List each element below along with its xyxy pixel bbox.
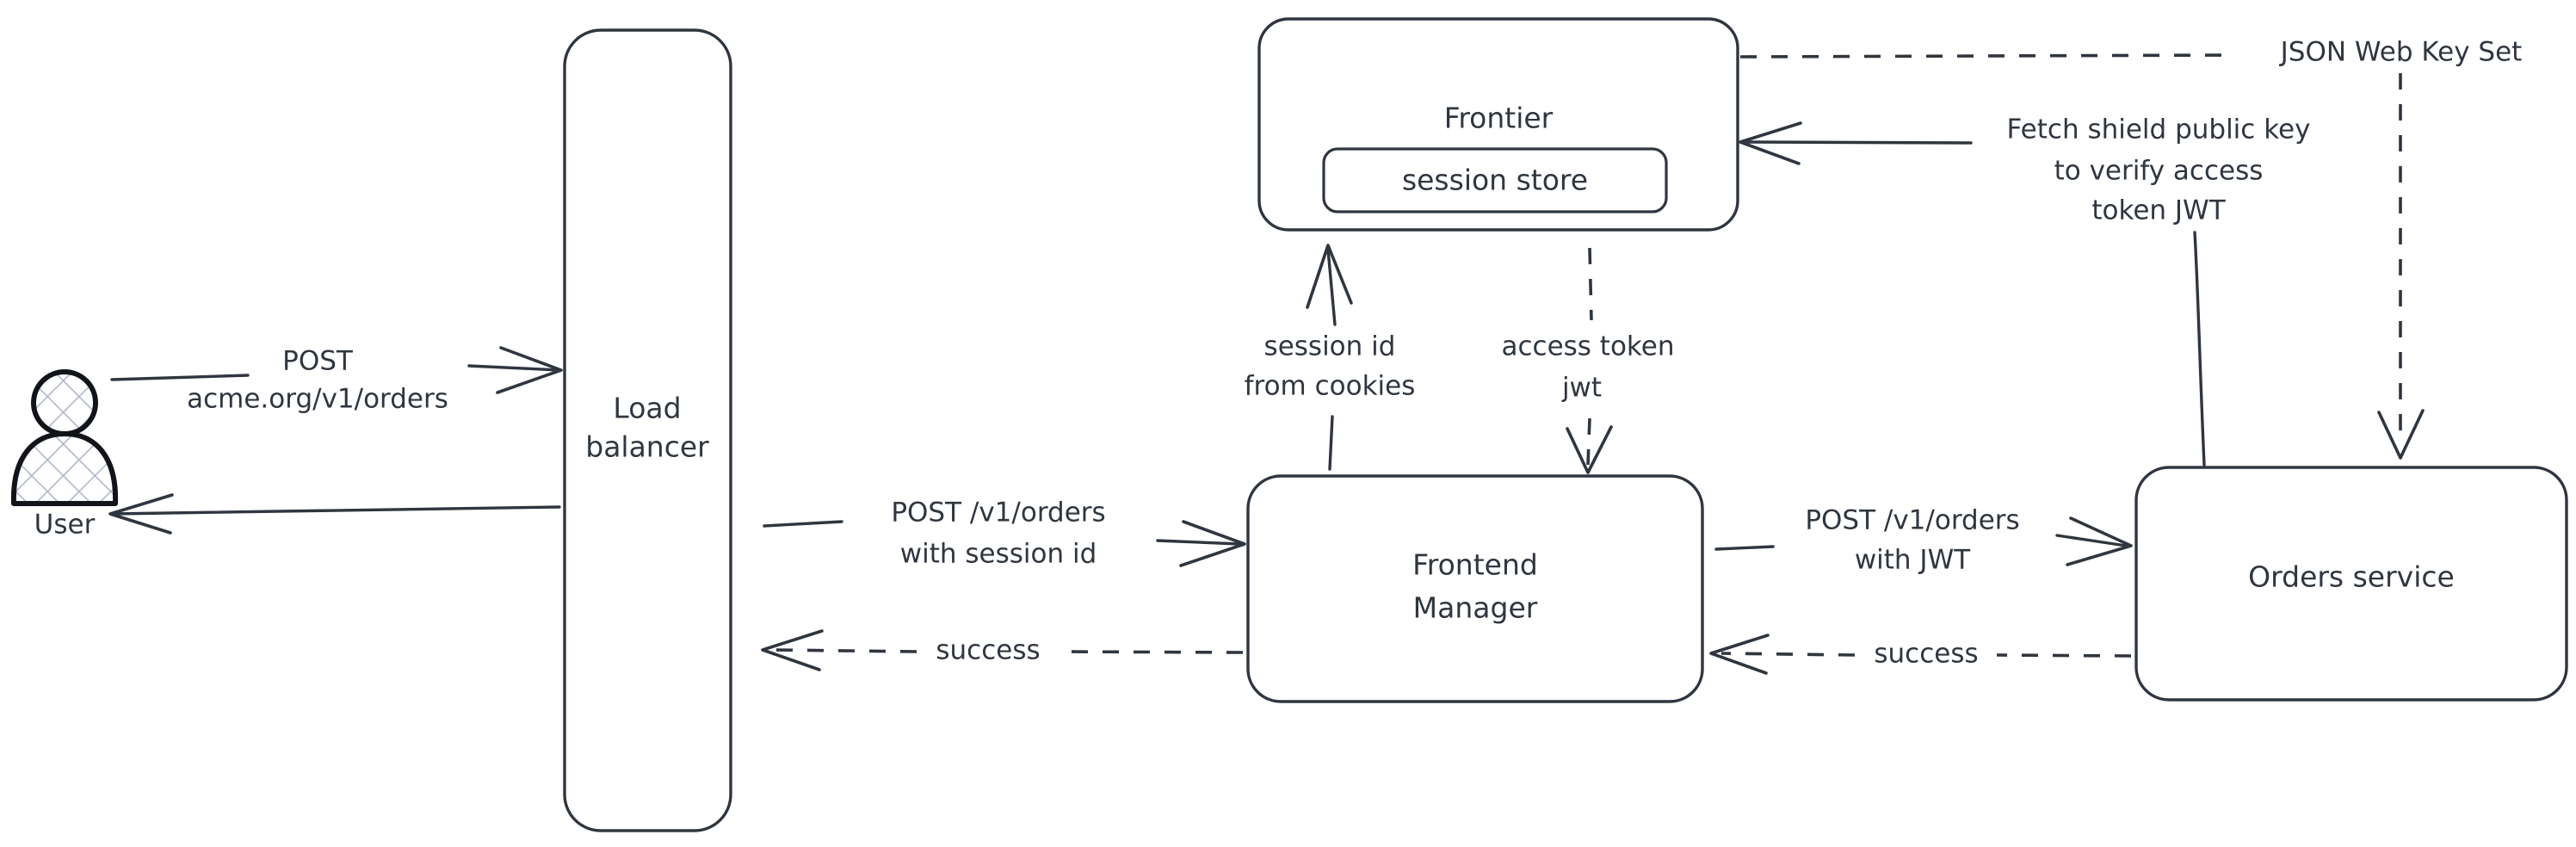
edge-lb-to-user-arrowhead xyxy=(108,493,174,535)
edge-user-to-lb[interactable]: POST acme.org/v1/orders xyxy=(110,346,563,415)
edge-fm-to-orders-line1 xyxy=(1714,545,1775,551)
edge-fm-to-frontier-line-lower xyxy=(1328,415,1334,471)
edge-lb-to-fm[interactable]: POST /v1/orders with session id xyxy=(763,498,1246,570)
edge-frontier-to-fm-label-line2: jwt xyxy=(1561,373,1602,404)
edge-orders-to-frontier-label-line1: Fetch shield public key xyxy=(2007,114,2311,145)
edge-orders-to-fm-line-left xyxy=(1720,652,1856,657)
edge-fm-to-orders[interactable]: POST /v1/orders with JWT xyxy=(1714,505,2133,576)
user-body-icon xyxy=(10,431,119,506)
node-user[interactable]: User xyxy=(10,369,119,541)
edge-frontier-to-fm[interactable]: access token jwt xyxy=(1501,247,1675,474)
edge-lb-to-user[interactable] xyxy=(108,493,561,535)
edge-orders-to-frontier-label-line3: token JWT xyxy=(2091,195,2226,226)
node-orders-service[interactable]: Orders service xyxy=(2134,466,2568,702)
edge-orders-to-frontier-curve xyxy=(2193,231,2206,467)
edge-user-to-lb-line2 xyxy=(467,364,561,372)
edge-jwks-label: JSON Web Key Set xyxy=(2279,37,2523,68)
edge-fm-to-frontier-line-upper xyxy=(1326,248,1337,326)
edge-lb-to-fm-label-line1: POST /v1/orders xyxy=(891,498,1105,529)
frontend-manager-label-line2: Manager xyxy=(1413,591,1538,625)
user-head-icon xyxy=(31,369,98,436)
edge-orders-to-frontier[interactable]: Fetch shield public key to verify access… xyxy=(1739,114,2311,467)
edge-fm-to-orders-arrowhead xyxy=(2066,516,2133,566)
edge-fm-to-orders-label-line2: with JWT xyxy=(1855,545,1971,576)
edge-lb-to-fm-line2 xyxy=(1156,539,1241,546)
edge-frontier-to-fm-arrowhead xyxy=(1566,425,1613,474)
edge-frontier-to-fm-line-lower xyxy=(1586,417,1591,466)
node-frontend-manager[interactable]: Frontend Manager xyxy=(1246,474,1704,703)
edge-fm-to-frontier-arrowhead xyxy=(1306,244,1353,309)
edge-fm-to-lb-label: success xyxy=(936,635,1040,666)
edge-fm-to-lb-arrowhead xyxy=(761,629,824,671)
edge-jwks-line-horizontal xyxy=(1739,53,2230,59)
user-label: User xyxy=(34,510,96,541)
orders-service-box[interactable] xyxy=(2134,466,2568,702)
edge-fm-to-lb[interactable]: success xyxy=(761,629,1244,671)
edge-fm-to-lb-line-left xyxy=(774,648,917,653)
edge-user-to-lb-label-line2: acme.org/v1/orders xyxy=(187,384,448,415)
edge-orders-to-fm-label: success xyxy=(1874,639,1978,670)
edge-user-to-lb-arrowhead xyxy=(496,346,563,394)
edge-frontier-to-fm-label-line1: access token xyxy=(1501,331,1674,362)
edge-jwks-arrowhead xyxy=(2377,409,2425,460)
edge-fm-to-frontier-label-line1: session id xyxy=(1264,331,1396,362)
edge-fm-to-frontier[interactable]: session id from cookies xyxy=(1245,244,1416,471)
edge-orders-to-fm-line-right xyxy=(1996,653,2132,658)
edge-fm-to-frontier-label-line2: from cookies xyxy=(1245,371,1416,402)
frontend-manager-box[interactable] xyxy=(1246,474,1704,703)
orders-service-label: Orders service xyxy=(2248,560,2455,594)
edge-orders-to-fm-arrowhead xyxy=(1709,634,1770,675)
edge-orders-to-frontier-arrowhead xyxy=(1739,121,1802,165)
load-balancer-box[interactable] xyxy=(563,28,732,832)
edge-frontier-to-orders-jwks[interactable]: JSON Web Key Set xyxy=(1739,37,2523,460)
edge-lb-to-fm-arrowhead xyxy=(1179,520,1246,567)
session-store-box[interactable] xyxy=(1322,147,1668,213)
edge-user-to-lb-line xyxy=(110,374,250,381)
edge-orders-to-frontier-label-line2: to verify access xyxy=(2054,156,2264,187)
load-balancer-label-line2: balancer xyxy=(585,430,709,464)
edge-orders-to-frontier-line xyxy=(1745,140,1973,145)
edge-lb-to-fm-label-line2: with session id xyxy=(900,539,1097,570)
node-frontier[interactable]: Frontier session store xyxy=(1257,17,1739,232)
edge-frontier-to-fm-line-upper xyxy=(1588,247,1593,321)
frontier-label: Frontier xyxy=(1444,102,1554,135)
edge-fm-to-orders-line2 xyxy=(2055,534,2128,547)
edge-user-to-lb-label-line1: POST xyxy=(282,346,354,377)
frontend-manager-label-line1: Frontend xyxy=(1412,548,1538,582)
edge-lb-to-user-line xyxy=(110,505,561,516)
node-session-store[interactable]: session store xyxy=(1322,147,1668,213)
load-balancer-label-line1: Load xyxy=(613,392,681,425)
node-load-balancer[interactable]: Load balancer xyxy=(563,28,732,832)
edge-lb-to-fm-line1 xyxy=(763,520,843,528)
edge-fm-to-orders-label-line1: POST /v1/orders xyxy=(1805,505,2019,536)
edge-orders-to-fm[interactable]: success xyxy=(1709,634,2132,675)
session-store-label: session store xyxy=(1402,164,1588,197)
